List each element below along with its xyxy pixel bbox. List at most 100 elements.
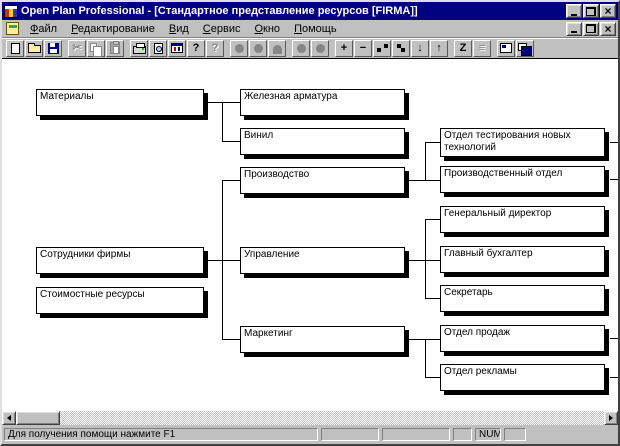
connector-line — [610, 142, 618, 143]
scroll-left-button[interactable] — [2, 411, 16, 425]
tree-node[interactable]: Железная арматура — [240, 89, 405, 116]
tile-window-icon — [500, 43, 512, 53]
outline-button: ≡ — [473, 39, 491, 57]
outline-icon: ≡ — [478, 42, 486, 54]
steps-icon — [397, 44, 401, 48]
minimize-button[interactable] — [566, 4, 582, 18]
status-pane-1 — [321, 427, 379, 441]
scroll-right-button[interactable] — [604, 411, 618, 425]
tool-circle-1-icon — [234, 43, 244, 53]
mdi-close-button[interactable]: × — [600, 21, 616, 36]
menu-item-help[interactable]: Помощь — [287, 21, 344, 37]
scrollbar-thumb[interactable] — [16, 411, 60, 425]
connector-line — [222, 339, 240, 340]
toolbar: ✂??+−↓↑Z≡ — [2, 38, 618, 58]
menu-label: едактирование — [77, 22, 155, 35]
tree-node[interactable]: Производство — [240, 167, 405, 194]
menu-accel: П — [294, 22, 302, 35]
tree-node[interactable]: Производственный отдел — [440, 166, 605, 193]
menu-item-view[interactable]: Вид — [162, 21, 196, 37]
restore-button[interactable] — [583, 4, 599, 18]
context-help-button: ? — [206, 39, 224, 57]
connector-line — [222, 180, 223, 340]
tree-node[interactable]: Главный бухгалтер — [440, 246, 605, 273]
tile-window-button[interactable] — [497, 39, 515, 57]
window-controls: × — [566, 4, 616, 18]
menu-label: омощь — [301, 22, 337, 35]
print-preview-button[interactable] — [149, 39, 167, 57]
menu-accel: О — [254, 22, 264, 35]
new-window-button[interactable] — [516, 39, 534, 57]
new-icon — [10, 42, 20, 54]
new-button[interactable] — [6, 39, 24, 57]
tree-node[interactable]: Отдел рекламы — [440, 364, 605, 391]
connector-line — [222, 180, 240, 181]
collapse-icon: − — [359, 42, 367, 54]
tool-circle-4-button — [311, 39, 329, 57]
context-help-icon: ? — [211, 42, 219, 54]
menu-item-file[interactable]: Файл — [23, 21, 64, 37]
tree-node[interactable]: Секретарь — [440, 285, 605, 312]
tree-node[interactable]: Управление — [240, 247, 405, 274]
tree-node[interactable]: Сотрудники фирмы — [36, 247, 204, 274]
horizontal-scrollbar[interactable] — [2, 411, 618, 425]
scrollbar-track[interactable] — [60, 411, 604, 425]
status-message: Для получения помощи нажмите F1 — [4, 427, 318, 441]
link-button[interactable] — [373, 39, 391, 57]
document-icon[interactable] — [6, 22, 19, 35]
app-icon[interactable] — [4, 4, 18, 18]
tool-circle-1-button — [230, 39, 248, 57]
steps-button[interactable] — [392, 39, 410, 57]
menu-label: ервис — [210, 22, 241, 35]
menu-item-window[interactable]: Окно — [247, 21, 287, 37]
menu-label: айл — [38, 22, 58, 35]
collapse-button[interactable]: − — [354, 39, 372, 57]
help-icon: ? — [192, 42, 200, 54]
status-pane-3 — [453, 427, 472, 441]
open-button[interactable] — [25, 39, 43, 57]
connector-line — [425, 219, 426, 299]
status-pane-4 — [504, 427, 526, 441]
status-pane-2 — [382, 427, 450, 441]
minimize-icon — [571, 13, 577, 16]
mdi-minimize-button[interactable] — [566, 21, 582, 36]
mdi-restore-button[interactable] — [583, 21, 599, 36]
tree-node[interactable]: Генеральный директор — [440, 206, 605, 233]
menu-item-edit[interactable]: Редактирование — [64, 21, 162, 37]
tree-node[interactable]: Материалы — [36, 89, 204, 116]
print-button[interactable] — [130, 39, 148, 57]
move-up-button[interactable]: ↑ — [430, 39, 448, 57]
close-button[interactable]: × — [600, 4, 616, 18]
views-button[interactable] — [168, 39, 186, 57]
restore-icon — [586, 6, 596, 16]
expand-icon: + — [340, 42, 348, 54]
connector-line — [425, 219, 440, 220]
move-down-button[interactable]: ↓ — [411, 39, 429, 57]
title-bar: Open Plan Professional - [Стандартное пр… — [2, 2, 618, 20]
tree-node[interactable]: Винил — [240, 128, 405, 155]
menu-accel: Ф — [30, 22, 39, 35]
connector-line — [425, 377, 440, 378]
connector-line — [405, 339, 440, 340]
scroll-right-icon — [609, 415, 616, 421]
help-button[interactable]: ? — [187, 39, 205, 57]
close-icon: × — [604, 4, 612, 18]
zigzag-button[interactable]: Z — [454, 39, 472, 57]
tree-node[interactable]: Отдел тестирования новых технологий — [440, 128, 605, 157]
tool-arch-icon — [272, 44, 282, 54]
zigzag-icon: Z — [459, 42, 467, 54]
mdi-window-controls: × — [566, 21, 616, 36]
copy-icon — [89, 42, 102, 57]
tree-node[interactable]: Маркетинг — [240, 326, 405, 353]
connector-line — [222, 102, 223, 142]
save-button[interactable] — [44, 39, 62, 57]
tool-arch-button — [268, 39, 286, 57]
print-icon — [132, 43, 146, 54]
menu-item-service[interactable]: Сервис — [196, 21, 248, 37]
expand-button[interactable]: + — [335, 39, 353, 57]
tree-node[interactable]: Отдел продаж — [440, 325, 605, 352]
tree-node[interactable]: Стоимостные ресурсы — [36, 287, 204, 314]
window-title: Open Plan Professional - [Стандартное пр… — [21, 5, 418, 17]
